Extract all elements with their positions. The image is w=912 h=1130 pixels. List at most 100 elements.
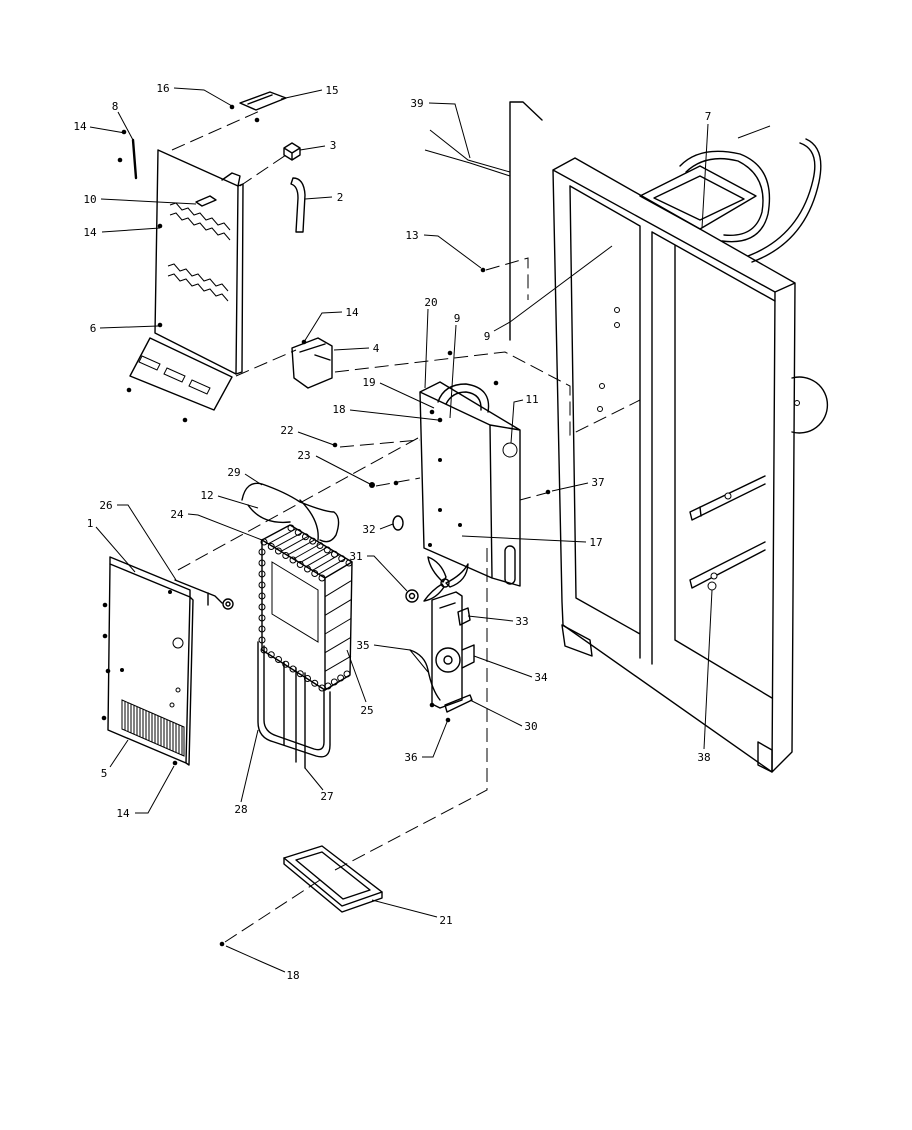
coil-tube-bend xyxy=(258,592,266,600)
callout-label: 34 xyxy=(534,671,548,684)
bracket-shroud xyxy=(437,383,490,413)
callout-label: 22 xyxy=(280,424,293,437)
leader-line xyxy=(493,321,511,332)
screw xyxy=(447,350,453,356)
callout-label: 31 xyxy=(349,550,362,563)
callout-label: 14 xyxy=(73,120,87,133)
coil-tube-bend xyxy=(309,537,317,545)
cover-hole xyxy=(175,687,181,693)
screw xyxy=(254,117,260,123)
callout-label: 16 xyxy=(156,82,169,95)
leader-line xyxy=(428,102,471,159)
coil-tube-bend xyxy=(258,636,266,644)
leader-line xyxy=(225,945,286,973)
coil-fin xyxy=(318,557,347,575)
terminal-34 xyxy=(461,644,475,669)
leader-line xyxy=(379,523,394,530)
callout-label: 33 xyxy=(515,615,528,628)
drain-tubes-27 xyxy=(283,661,306,769)
leader-line xyxy=(240,729,259,803)
callout-label: 18 xyxy=(286,969,299,982)
callout-label: 39 xyxy=(410,97,423,110)
heater-28 xyxy=(257,641,331,758)
callout-label: 7 xyxy=(705,110,712,123)
callout-label: 32 xyxy=(362,523,375,536)
coil-tube-bend xyxy=(258,581,266,589)
callout-label: 15 xyxy=(325,84,338,97)
connector-inner xyxy=(225,601,231,607)
flange-slots xyxy=(138,355,211,395)
rail-pin xyxy=(710,572,718,580)
callout-label: 12 xyxy=(200,489,213,502)
screw xyxy=(172,760,178,766)
ice-tray xyxy=(639,165,757,230)
callout-label: 17 xyxy=(589,536,602,549)
screw xyxy=(438,508,442,512)
leader-line xyxy=(423,234,482,269)
leader-line xyxy=(117,111,134,141)
coil-fin xyxy=(324,599,352,616)
coil-tube-bend xyxy=(345,559,353,567)
shelf-rail-lower xyxy=(689,541,766,589)
screws xyxy=(101,104,551,947)
callout-label: 37 xyxy=(591,476,604,489)
screw xyxy=(428,543,432,547)
assembly-line xyxy=(171,109,263,151)
coil-tube-bend xyxy=(282,660,290,668)
coil-tube-bend xyxy=(318,574,326,582)
callout-label: 30 xyxy=(524,720,537,733)
callout-label: 24 xyxy=(170,508,184,521)
leader-line xyxy=(367,555,408,592)
wire-35 xyxy=(409,649,441,701)
callout-label: 14 xyxy=(345,306,359,319)
coil-tube-bend xyxy=(258,625,266,633)
coil-tube-bend xyxy=(258,570,266,578)
leader-line xyxy=(100,198,197,205)
leader-line xyxy=(333,347,370,351)
rail-pin xyxy=(724,492,732,500)
panel-top-tab xyxy=(221,172,241,187)
callout-label: 5 xyxy=(101,767,108,780)
callout-label: 18 xyxy=(332,403,345,416)
bracket-15 xyxy=(239,91,287,111)
coil-tube-bend xyxy=(289,556,297,564)
coil-tube-bend xyxy=(258,614,266,622)
leader-line xyxy=(109,739,129,768)
assembly-line xyxy=(177,437,419,571)
disc-center xyxy=(794,400,800,406)
screw xyxy=(105,668,111,674)
clip-4 xyxy=(291,337,333,389)
motor-shaft xyxy=(443,655,453,665)
leader-line xyxy=(424,308,429,389)
assembly-line xyxy=(375,477,421,487)
fan-blade-31 xyxy=(423,556,469,602)
screw xyxy=(157,322,163,328)
coil-fin xyxy=(324,636,352,654)
coil-tube-bend xyxy=(324,682,332,690)
screw xyxy=(429,409,435,415)
callout-label: 4 xyxy=(373,342,380,355)
coil-fin xyxy=(280,535,309,552)
leader-line xyxy=(551,482,589,492)
leader-line xyxy=(449,324,457,419)
leader-line xyxy=(303,311,343,343)
screw xyxy=(117,157,123,163)
assembly-line xyxy=(485,257,529,300)
coil-tube-bend xyxy=(258,548,266,556)
coil-tube-bend xyxy=(258,603,266,611)
rod-8 xyxy=(131,138,138,180)
coil-fin xyxy=(312,554,340,571)
coil-fin xyxy=(324,618,352,635)
cabinet xyxy=(552,125,829,773)
callout-label: 38 xyxy=(697,751,710,764)
leader-line xyxy=(701,123,709,229)
panel-side-flange xyxy=(235,183,244,375)
callout-label: 27 xyxy=(320,790,333,803)
coil-fin xyxy=(324,655,352,672)
callout-label: 19 xyxy=(362,376,375,389)
cabinet-inner-frame xyxy=(569,185,776,699)
cabinet-hole xyxy=(614,307,620,313)
screw xyxy=(438,458,442,462)
callout-label: 1 xyxy=(87,517,94,530)
grommet-31 xyxy=(405,589,419,603)
